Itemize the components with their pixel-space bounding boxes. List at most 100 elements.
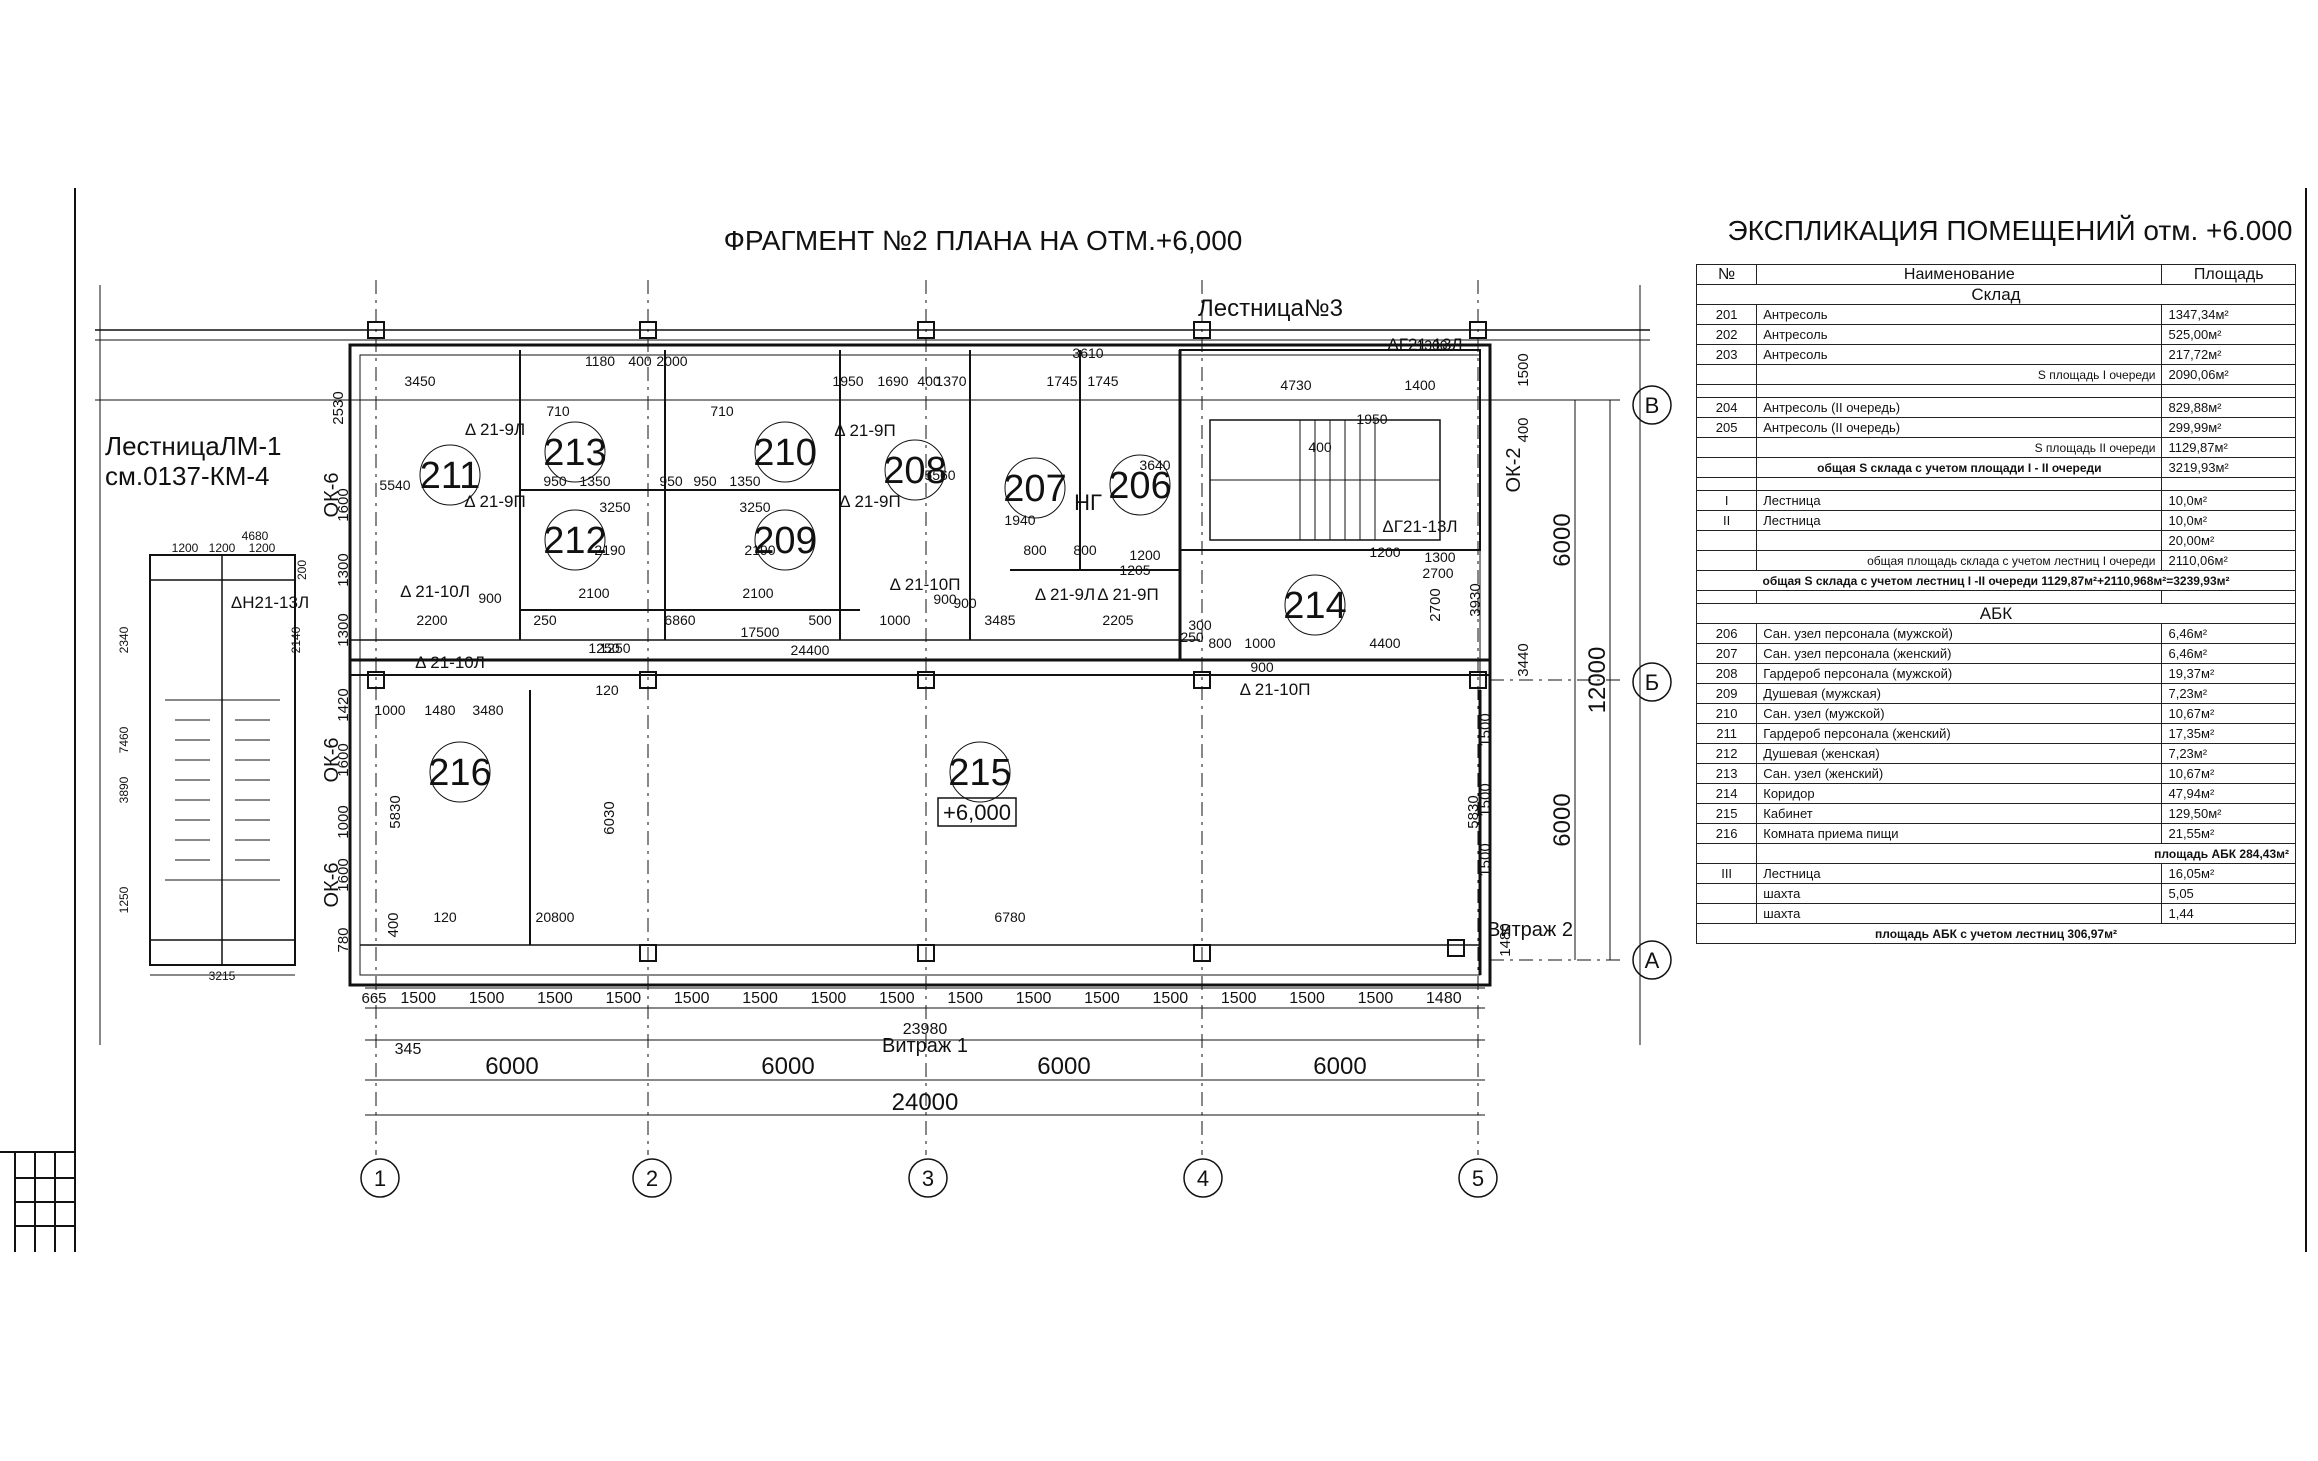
door-mark: Δ 21-10П [1240, 680, 1311, 699]
sklad-num-cell: 202 [1695, 324, 1758, 345]
abk-name-cell: Сан. узел (женский) [1756, 763, 2163, 784]
abk-area-cell: 19,37м² [2161, 663, 2296, 684]
abk-name-cell: Душевая (женская) [1756, 743, 2163, 764]
bottom-dim: 1500 [1016, 990, 1052, 1007]
abk-num-cell: 209 [1695, 683, 1758, 704]
sklad2-area-cell: 299,99м² [2161, 417, 2296, 438]
bottom-dim: 1500 [400, 990, 436, 1007]
sklad-num-cell: 201 [1695, 304, 1758, 325]
axis-v-label: В [1645, 393, 1660, 418]
sum2-value: 1129,87м² [2161, 437, 2296, 458]
room-211: 211 [420, 455, 481, 497]
sum1-label: S площадь I очереди [1756, 364, 2163, 385]
axis-2-label: 2 [646, 1166, 658, 1191]
interior-dim: 2700 [1422, 565, 1453, 581]
bottom-dim: 1500 [674, 990, 710, 1007]
interior-dim: 710 [710, 403, 734, 419]
abk-num-cell: 208 [1695, 663, 1758, 684]
door-mark: Δ 21-9Л [1035, 585, 1095, 604]
interior-dim: 1180 [585, 353, 615, 369]
left-dim: 1300 [335, 553, 352, 586]
interior-dim: 900 [933, 591, 957, 607]
bottom-dim: 1500 [947, 990, 983, 1007]
interior-dim: 3250 [599, 499, 630, 515]
left-dim: 1420 [335, 688, 352, 721]
right-dim: 1500 [1477, 713, 1494, 746]
interior-dim: 1000 [1244, 635, 1275, 651]
interior-dim: 1745 [1087, 373, 1118, 389]
interior-dim: 1950 [832, 373, 863, 389]
abk-area-cell: 6,46м² [2161, 623, 2296, 644]
stair-lm1 [149, 554, 296, 976]
ok-label-2: ОК-6 [321, 738, 343, 783]
axis-4-label: 4 [1197, 1166, 1209, 1191]
vitrazh1-label: Витраж 1 [882, 1035, 968, 1057]
interior-dim: 800 [1073, 542, 1097, 558]
ok-label-4: ОК-2 [1503, 448, 1525, 493]
interior-dim: 120 [595, 682, 619, 698]
door-mark: ΔГ21-13Л [1387, 335, 1462, 354]
left-dim: 1600 [335, 858, 352, 891]
stair-ref-line1: ЛестницаЛМ-1 [105, 431, 282, 461]
interior-dim: 3250 [739, 499, 770, 515]
door-mark: Δ 21-10Л [415, 653, 485, 672]
right-dim: 1480 [1497, 923, 1514, 956]
room-circles [419, 421, 1346, 803]
interior-dim: 1000 [374, 702, 405, 718]
dim-right-total: 12000 [1584, 647, 1611, 714]
right-dim: 5830 [1465, 795, 1482, 828]
interior-dim: 1480 [424, 702, 455, 718]
abk-name-cell: Комната приема пищи [1756, 823, 2163, 844]
right-dim: 400 [1515, 417, 1532, 442]
section-abk: АБК [1696, 603, 2296, 624]
stair-ref-line2: см.0137-КМ-4 [105, 461, 270, 491]
level-mark: +6,000 [943, 800, 1011, 825]
sklad2-area-cell: 829,88м² [2161, 397, 2296, 418]
stair-dim: 1200 [249, 541, 276, 555]
axis-5-label: 5 [1472, 1166, 1484, 1191]
stairs-area-cell: 10,0м² [2161, 490, 2296, 511]
dim-span-1: 6000 [485, 1053, 538, 1080]
interior-dim: 4400 [1369, 635, 1400, 651]
stair-dim: 3890 [117, 776, 131, 803]
door-mark: Δ 21-9П [464, 492, 525, 511]
interior-dim: 1690 [877, 373, 908, 389]
shaft-mark: НГ [1074, 490, 1102, 515]
abk-num-cell: 216 [1695, 823, 1758, 844]
sklad-name-cell: Антресоль [1756, 304, 2163, 325]
abk-area-cell: 10,67м² [2161, 763, 2296, 784]
stairs-area-cell: 20,00м² [2161, 530, 2296, 551]
sum2-label: S площадь II очереди [1756, 437, 2163, 458]
abk-num-cell: 211 [1695, 723, 1758, 744]
bottom-dim: 1480 [1426, 990, 1462, 1007]
interior-dim: 2000 [656, 353, 687, 369]
interior-dim: 1250 [588, 640, 619, 656]
sklad2-num-cell: 205 [1695, 417, 1758, 438]
sum5-label: общая S склада с учетом лестниц I -II оч… [1696, 570, 2296, 591]
abk-area-cell: 17,35м² [2161, 723, 2296, 744]
abk-area-cell: 6,46м² [2161, 643, 2296, 664]
level-mark-box [937, 797, 1017, 827]
door-mark: ΔН21-13Л [231, 593, 309, 612]
sklad-name-cell: Антресоль [1756, 344, 2163, 365]
dim-span-2: 6000 [761, 1053, 814, 1080]
abk-name-cell: Сан. узел персонала (женский) [1756, 643, 2163, 664]
interior-dim: 24400 [791, 642, 830, 658]
room-214: 214 [1283, 585, 1346, 627]
door-mark: Δ 21-9Л [465, 420, 525, 439]
interior-dim: 250 [533, 612, 557, 628]
sum7-label: площадь АБК с учетом лестниц 306,97м² [1696, 923, 2296, 944]
interior-dim: 800 [1208, 635, 1232, 651]
abk-num-cell: 210 [1695, 703, 1758, 724]
